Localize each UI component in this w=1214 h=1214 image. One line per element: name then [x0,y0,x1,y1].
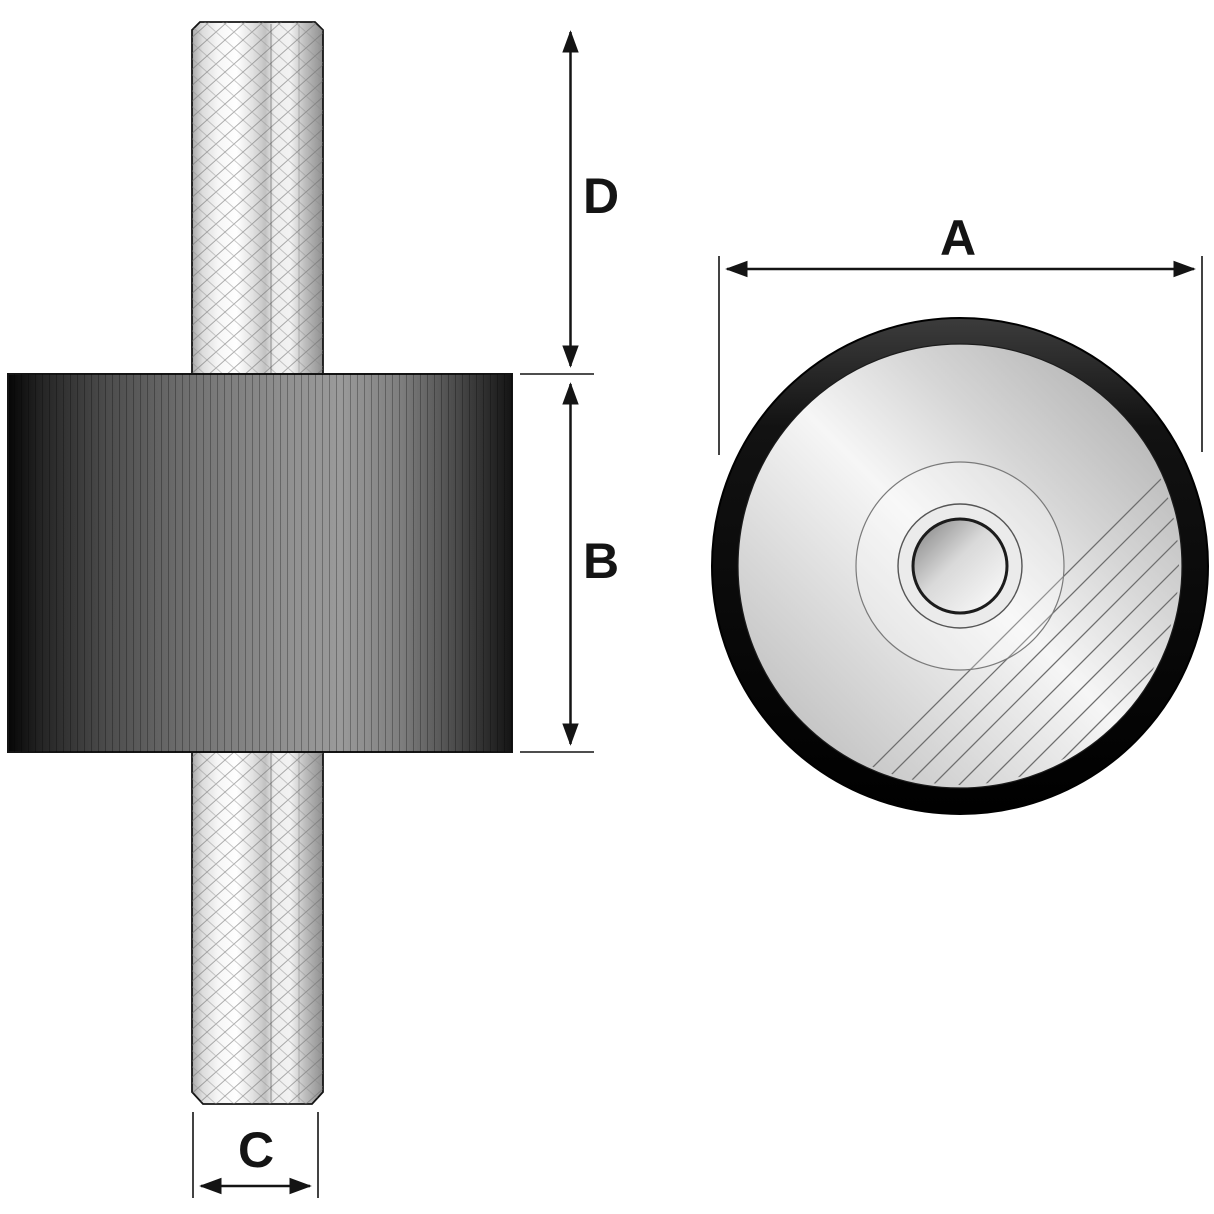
dimension-b: B [520,382,619,753]
center-bore-hole [911,517,1009,615]
bottom-stud [191,751,324,1105]
bottom-stud-thread-hatch [192,752,323,1104]
top-stud [191,21,324,375]
dimension-a-label: A [940,210,976,266]
top-stud-thread-hatch [192,22,323,374]
face-hatch [749,347,1179,785]
end-view [711,317,1209,815]
dimension-a: A [718,210,1203,455]
dimension-d: D [520,30,619,375]
rubber-rib-texture [8,374,512,752]
dimension-b-label: B [583,533,619,589]
side-view [7,21,513,1105]
dimension-c-label: C [238,1122,274,1178]
dimension-d-label: D [583,168,619,224]
rubber-cylinder [7,373,513,753]
dimension-c: C [192,1112,319,1198]
